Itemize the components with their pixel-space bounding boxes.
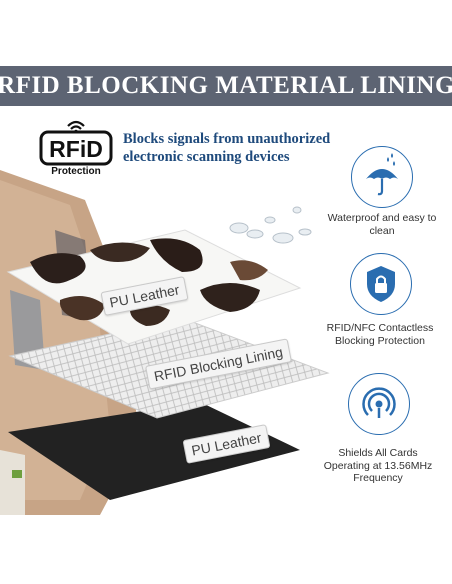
layer-black-leather [8,402,300,500]
feature-label-frequency: Shields All Cards Operating at 13.56MHz … [323,447,433,484]
rfid-logo-icon: RFiD [39,120,113,166]
shield-lock-icon [367,266,395,302]
umbrella-rain-icon [366,153,398,196]
frequency-badge [348,373,410,435]
rfid-logo-text: RFiD [49,136,103,162]
rfid-protection-caption: Protection [51,166,101,177]
feature-label-rfid-nfc: RFID/NFC Contactless Blocking Protection [326,322,434,347]
waterproof-badge [351,146,413,208]
page-title: RFID BLOCKING MATERIAL LINING [0,72,452,99]
water-drops-image [229,206,312,244]
signal-waves-icon [362,387,396,418]
rfid-shield-badge [350,253,412,315]
title-banner: RFID BLOCKING MATERIAL LINING [0,66,452,106]
feature-label-waterproof: Waterproof and easy to clean [327,212,437,237]
headline-text: Blocks signals from unauthorized electro… [123,131,331,165]
